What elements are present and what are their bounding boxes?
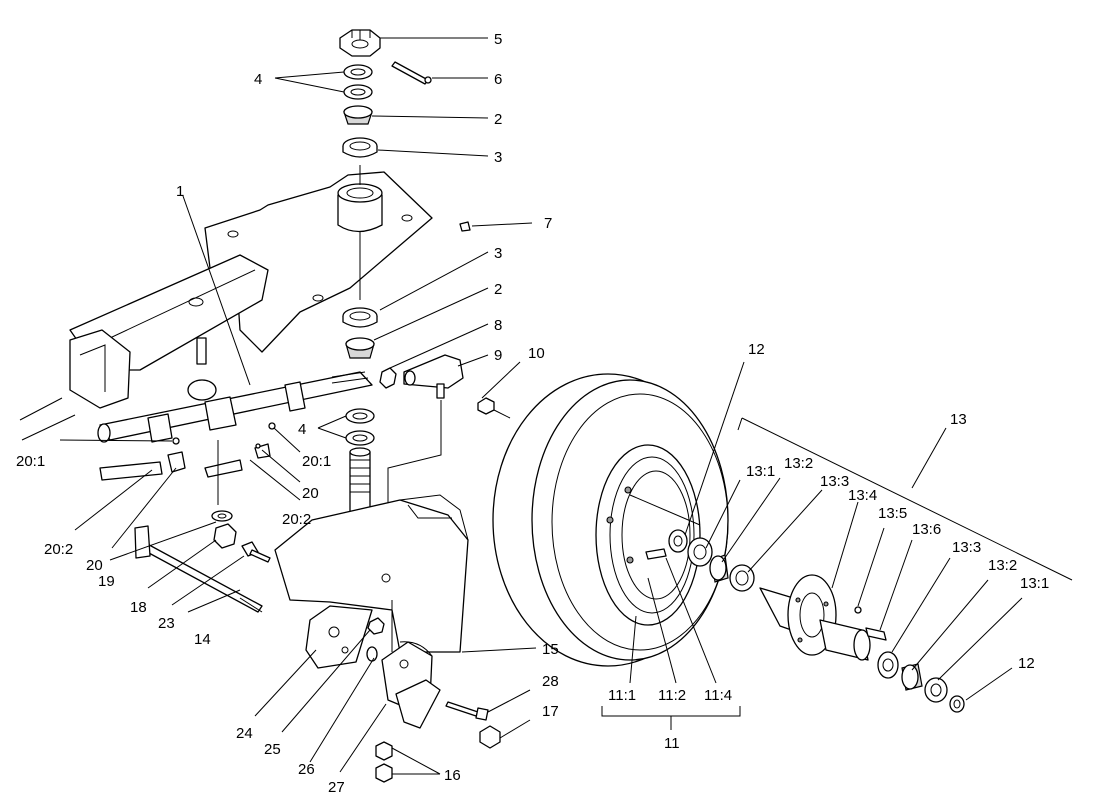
callout-19: 19 bbox=[98, 573, 115, 590]
hydraulic-fittings bbox=[99, 422, 276, 481]
castor-bracket bbox=[274, 494, 469, 653]
callout-4-bottom: 4 bbox=[298, 421, 306, 438]
washers-bottom bbox=[345, 408, 375, 446]
frame-tube bbox=[19, 254, 269, 441]
callout-11-1: 11:1 bbox=[608, 687, 636, 704]
callout-labels: 5 6 2 3 4 7 1 3 2 8 9 10 4 20:1 20:1 20 … bbox=[16, 31, 1049, 796]
callout-25: 25 bbox=[264, 741, 281, 758]
callout-13: 13 bbox=[950, 411, 967, 428]
kingpin-housing bbox=[337, 183, 383, 233]
washers-top bbox=[343, 64, 373, 100]
callout-13-2-right: 13:2 bbox=[988, 557, 1017, 574]
lock-nut-10 bbox=[477, 397, 511, 419]
callout-13-3-right: 13:3 bbox=[952, 539, 981, 556]
callout-13-1-right: 13:1 bbox=[1020, 575, 1049, 592]
callout-13-4: 13:4 bbox=[848, 487, 877, 504]
nuts-16 bbox=[375, 741, 393, 783]
hub-assembly bbox=[668, 529, 965, 713]
callout-27: 27 bbox=[328, 779, 345, 796]
jam-nut bbox=[379, 367, 397, 389]
callout-12-top: 12 bbox=[748, 341, 765, 358]
callout-15: 15 bbox=[542, 641, 559, 658]
bolt-23 bbox=[241, 541, 271, 563]
callout-20-1-left: 20:1 bbox=[16, 453, 45, 470]
steering-tube bbox=[97, 371, 373, 443]
callout-2-top: 2 bbox=[494, 111, 502, 128]
axle-bolt-14 bbox=[134, 525, 263, 613]
callout-17: 17 bbox=[542, 703, 559, 720]
callout-18: 18 bbox=[130, 599, 147, 616]
grease-fitting bbox=[459, 221, 471, 232]
callout-7: 7 bbox=[544, 215, 552, 232]
washer-19 bbox=[211, 510, 233, 522]
callout-6: 6 bbox=[494, 71, 502, 88]
nut-18 bbox=[213, 523, 237, 549]
callout-9: 9 bbox=[494, 347, 502, 364]
callout-10: 10 bbox=[528, 345, 545, 362]
callout-2-bottom: 2 bbox=[494, 281, 502, 298]
callout-13-2-left: 13:2 bbox=[784, 455, 813, 472]
callout-14: 14 bbox=[194, 631, 211, 648]
callout-12-bottom: 12 bbox=[1018, 655, 1035, 672]
callout-24: 24 bbox=[236, 725, 253, 742]
washer-26 bbox=[366, 646, 378, 662]
bearing-cone-bottom bbox=[345, 337, 375, 359]
nut-25 bbox=[367, 617, 385, 635]
callout-20-1-right: 20:1 bbox=[302, 453, 331, 470]
callout-20-right: 20 bbox=[302, 485, 319, 502]
callout-11-4: 11:4 bbox=[704, 687, 732, 704]
callout-8: 8 bbox=[494, 317, 502, 334]
bracket-arm bbox=[395, 679, 441, 729]
bearing-cup-bottom bbox=[342, 307, 378, 328]
leader-lines bbox=[59, 37, 1073, 775]
callout-20-2-left: 20:2 bbox=[44, 541, 73, 558]
callout-11-2: 11:2 bbox=[658, 687, 686, 704]
wheel-stud bbox=[645, 548, 667, 560]
callout-4-top: 4 bbox=[254, 71, 262, 88]
callout-20-2-right: 20:2 bbox=[282, 511, 311, 528]
bolt-28 bbox=[445, 701, 489, 721]
callout-3-bottom: 3 bbox=[494, 245, 502, 262]
callout-16: 16 bbox=[444, 767, 461, 784]
castle-nut bbox=[339, 29, 381, 57]
tie-rod-end bbox=[403, 354, 464, 399]
callout-5: 5 bbox=[494, 31, 502, 48]
wheel-rim bbox=[595, 444, 701, 626]
callout-11: 11 bbox=[664, 735, 680, 752]
callout-13-3-left: 13:3 bbox=[820, 473, 849, 490]
callout-13-1-left: 13:1 bbox=[746, 463, 775, 480]
callout-13-5: 13:5 bbox=[878, 505, 907, 522]
callout-20-left: 20 bbox=[86, 557, 103, 574]
callout-26: 26 bbox=[298, 761, 315, 778]
callout-3-top: 3 bbox=[494, 149, 502, 166]
nut-17 bbox=[479, 725, 501, 749]
callout-1: 1 bbox=[176, 183, 184, 200]
callout-13-6: 13:6 bbox=[912, 521, 941, 538]
callout-28: 28 bbox=[542, 673, 559, 690]
plate-24 bbox=[305, 605, 373, 669]
bearing-cup-top bbox=[342, 137, 378, 158]
callout-23: 23 bbox=[158, 615, 175, 632]
cotter-pin bbox=[391, 61, 432, 85]
bearing-cone-top bbox=[343, 105, 373, 125]
